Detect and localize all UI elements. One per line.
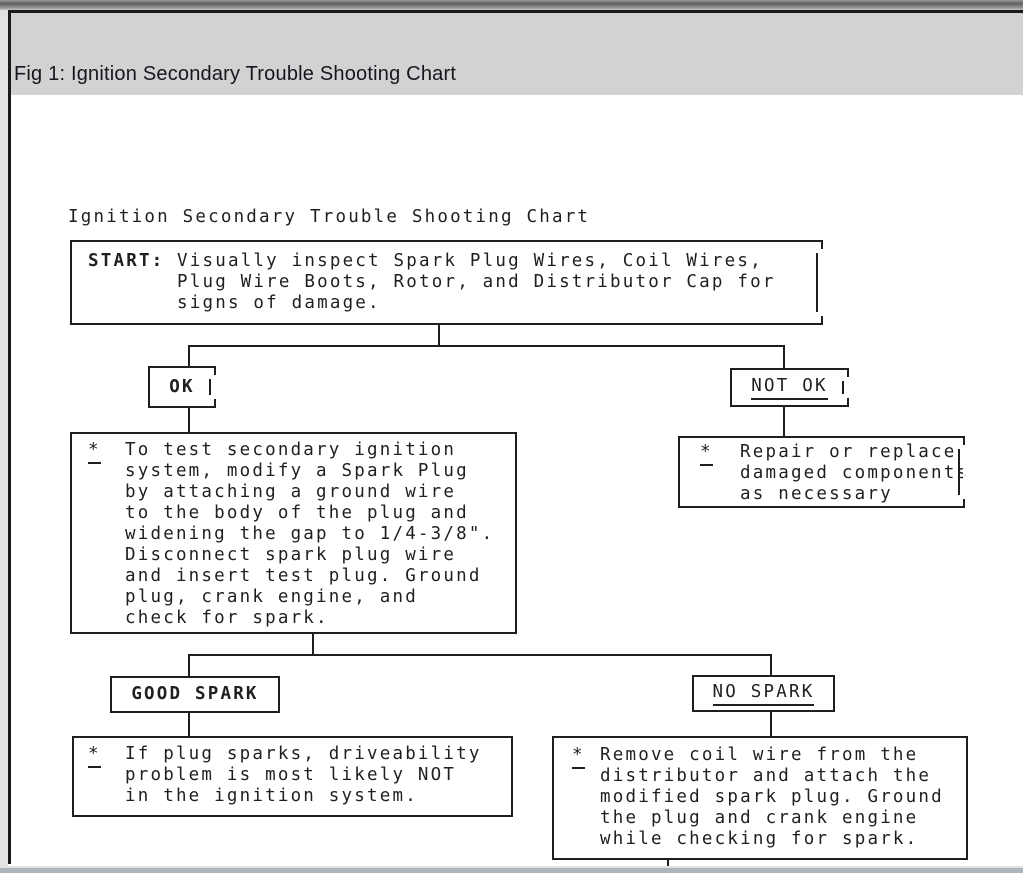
text-line: plug, crank engine, and [125,587,418,607]
no-spark-label: NO SPARK [712,682,815,706]
frame-border-top [8,10,1023,13]
good-spark-label: GOOD SPARK [131,684,259,704]
connector-row2-horizontal [188,654,772,656]
torn-edge-artifact [214,375,216,399]
good-spark-label-box: GOOD SPARK [110,676,280,713]
text-line: and insert test plug. Ground [125,566,482,586]
text-line: as necessary [740,484,893,504]
no-spark-label-box: NO SPARK [692,675,835,712]
no-spark-action-box: * Remove coil wire from the distributor … [552,736,968,860]
text-line: signs of damage. [177,293,381,313]
bullet: * [572,745,585,769]
text-line: the plug and crank engine [600,808,919,828]
connector-continues-below [667,858,669,867]
torn-edge-artifact [842,381,844,394]
not-ok-label-box: NOT OK [730,368,849,407]
text-line: Repair or replace [740,442,957,462]
connector-ok-to-test [188,408,190,432]
test-procedure-box: * To test secondary ignition system, mod… [70,432,517,634]
scrollbar-horizontal[interactable] [0,866,1023,873]
text-line: damaged components [740,463,970,483]
text-line: Plug Wire Boots, Rotor, and Distributor … [177,272,776,292]
repair-action-box: * Repair or replace damaged components a… [678,436,967,508]
text-line: widening the gap to 1/4-3/8". [125,524,495,544]
text-line: by attaching a ground wire [125,482,457,502]
start-box: START: Visually inspect Spark Plug Wires… [70,240,823,325]
torn-edge-artifact [847,377,849,398]
connector-row1-horizontal [188,345,785,347]
bullet: * [700,442,713,466]
window-top-edge [0,0,1023,10]
torn-edge-artifact [821,249,823,316]
connector-start-down [438,325,440,347]
frame-border-left [8,10,11,864]
torn-edge-artifact [816,253,818,312]
text-line: problem is most likely NOT [125,765,457,785]
ok-label-box: OK [148,366,216,408]
chart-title: Ignition Secondary Trouble Shooting Char… [68,207,591,227]
connector-goodspark-to-result [188,713,190,736]
not-ok-label: NOT OK [751,376,828,400]
connector-to-good-spark [188,654,190,676]
text-line: system, modify a Spark Plug [125,461,469,481]
text-line: distributor and attach the [600,766,932,786]
connector-to-ok [188,345,190,366]
text-line: If plug sparks, driveability [125,744,482,764]
text-line: while checking for spark. [600,829,919,849]
text-line: to the body of the plug and [125,503,469,523]
text-line: To test secondary ignition [125,440,457,460]
ok-label: OK [169,376,195,397]
text-line: modified spark plug. Ground [600,787,944,807]
text-line: Remove coil wire from the [600,745,919,765]
good-spark-result-box: * If plug sparks, driveability problem i… [72,736,513,817]
connector-nospark-to-action [770,712,772,736]
figure-caption-bar: Fig 1: Ignition Secondary Trouble Shooti… [11,13,1023,95]
text-line: Visually inspect Spark Plug Wires, Coil … [177,251,763,271]
text-line: check for spark. [125,608,329,628]
torn-edge-artifact [209,379,211,395]
text-line: in the ignition system. [125,786,418,806]
connector-to-no-spark [770,654,772,675]
torn-edge-artifact [963,445,965,499]
figure-caption: Fig 1: Ignition Secondary Trouble Shooti… [14,63,457,85]
connector-notok-to-repair [783,407,785,436]
start-label: START: [88,251,165,271]
bullet: * [88,744,101,768]
connector-to-not-ok [783,345,785,368]
connector-test-down [312,634,314,656]
torn-edge-artifact [958,449,960,495]
bullet: * [88,440,101,464]
text-line: Disconnect spark plug wire [125,545,457,565]
window-left-margin [0,10,8,866]
